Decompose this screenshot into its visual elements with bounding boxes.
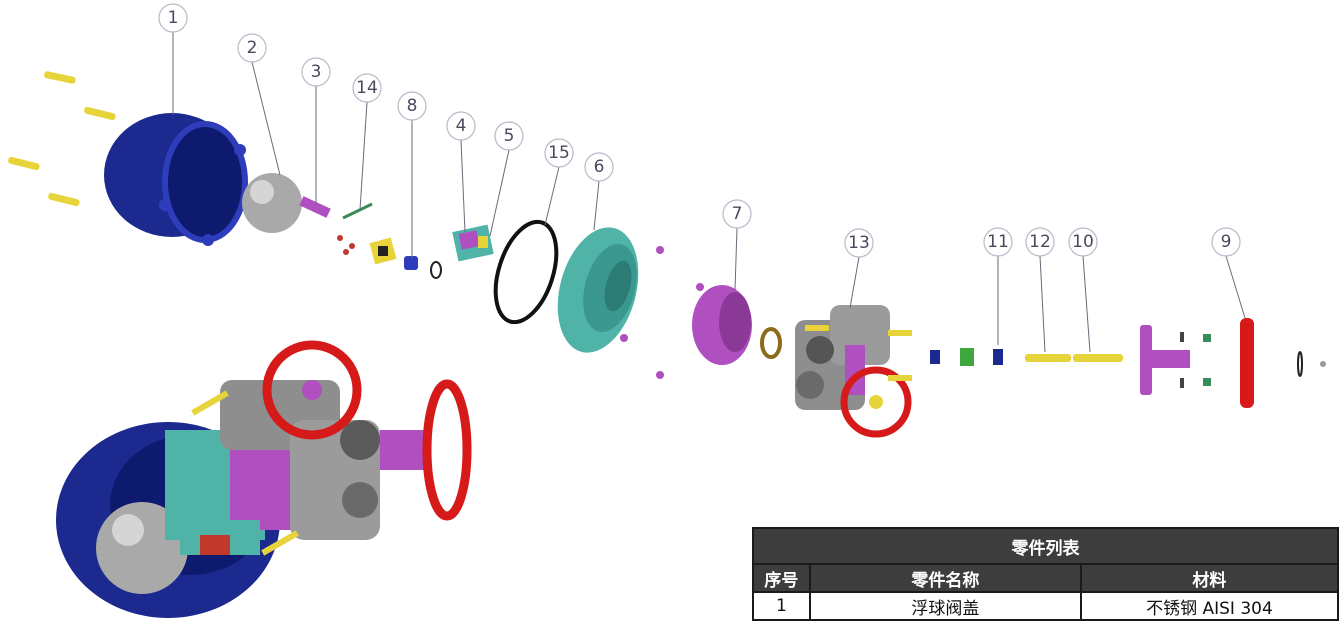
cell-material: 不锈钢 AISI 304 [1079, 591, 1340, 621]
cover-bolts [8, 71, 116, 207]
callout-13: 13 [844, 228, 874, 258]
callout-3: 3 [301, 57, 331, 87]
leader-lines [172, 32, 1246, 353]
callout-2: 2 [237, 33, 267, 63]
callout-12: 12 [1025, 227, 1055, 257]
header-number: 序号 [752, 563, 811, 593]
float-ball [242, 173, 302, 233]
svg-text:12: 12 [1029, 232, 1051, 252]
svg-text:8: 8 [407, 96, 418, 116]
svg-text:4: 4 [456, 116, 467, 136]
callout-4: 4 [446, 111, 476, 141]
body-flange [557, 227, 664, 379]
valve-seat-small [369, 237, 397, 265]
callout-5: 5 [494, 121, 524, 151]
gasket-o-ring [493, 219, 559, 325]
assembled-cutaway-view [56, 340, 472, 618]
orifice-plug [404, 256, 442, 279]
svg-text:9: 9 [1221, 232, 1232, 252]
svg-text:14: 14 [356, 78, 378, 98]
pin [342, 202, 373, 220]
table-row: 1 浮球阀盖 不锈钢 AISI 304 [752, 591, 1340, 621]
table-title: 零件列表 [752, 527, 1339, 565]
handwheel-assembly [1140, 318, 1326, 408]
callout-15: 15 [544, 138, 574, 168]
svg-text:1: 1 [168, 8, 179, 28]
valve-body [795, 305, 912, 438]
table-header-row: 序号 零件名称 材料 [752, 563, 1340, 593]
svg-text:2: 2 [247, 38, 258, 58]
svg-text:10: 10 [1072, 232, 1094, 252]
valve-block [452, 224, 494, 262]
callout-8: 8 [397, 91, 427, 121]
callout-14: 14 [352, 73, 382, 103]
cell-part-name: 浮球阀盖 [808, 591, 1082, 621]
spacer-disc [692, 283, 782, 365]
lever-arm [299, 196, 355, 255]
svg-text:11: 11 [987, 232, 1009, 252]
parts-list-table: 零件列表 序号 零件名称 材料 1 浮球阀盖 不锈钢 AISI 304 [752, 527, 1340, 621]
header-part-name: 零件名称 [808, 563, 1082, 593]
svg-text:3: 3 [311, 62, 322, 82]
table-title-row: 零件列表 [752, 527, 1339, 565]
svg-text:5: 5 [504, 126, 515, 146]
cell-number: 1 [752, 591, 811, 621]
svg-text:6: 6 [594, 157, 605, 177]
header-material: 材料 [1079, 563, 1340, 593]
stem-components [930, 348, 1123, 366]
svg-text:15: 15 [548, 143, 570, 163]
svg-text:13: 13 [848, 233, 870, 253]
svg-text:7: 7 [732, 204, 743, 224]
float-cover [104, 113, 248, 246]
callout-7: 7 [722, 199, 752, 229]
callout-1: 1 [158, 3, 188, 33]
callout-9: 9 [1211, 227, 1241, 257]
callout-6: 6 [584, 152, 614, 182]
callout-10: 10 [1068, 227, 1098, 257]
callout-11: 11 [983, 227, 1013, 257]
